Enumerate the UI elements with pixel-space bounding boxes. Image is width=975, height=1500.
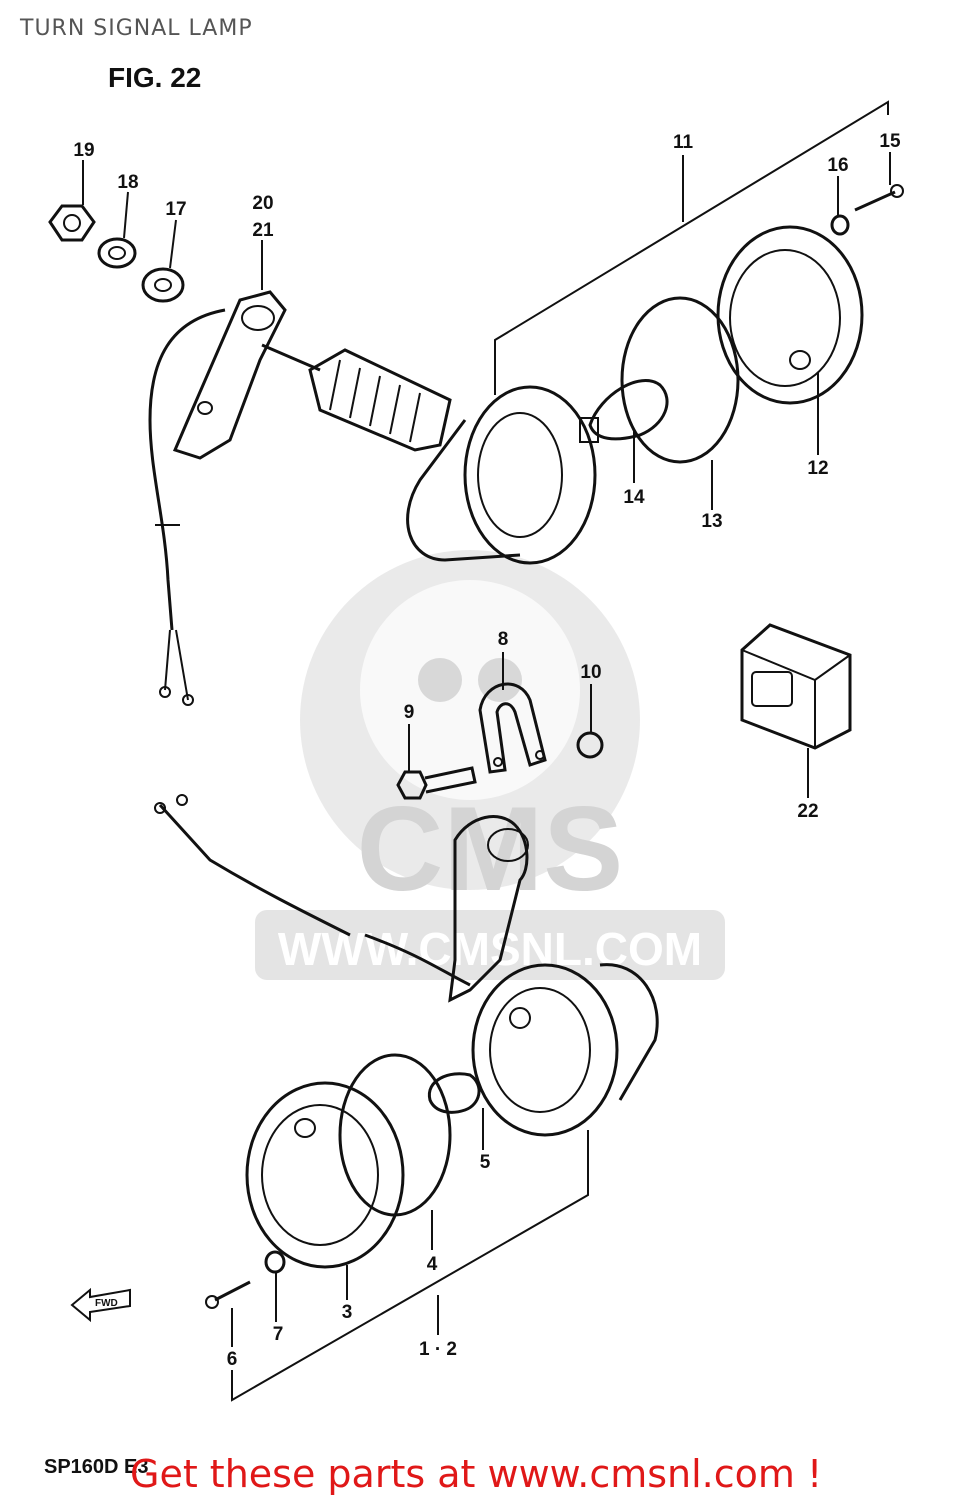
- callout-4: 4: [427, 1254, 438, 1275]
- callout-6: 6: [227, 1349, 238, 1370]
- watermark-logo: CMS WWW.CMSNL.COM: [255, 550, 725, 980]
- callout-11: 11: [673, 132, 694, 153]
- callout-22: 22: [797, 801, 818, 822]
- callout-7: 7: [273, 1324, 284, 1345]
- washer-7-icon: [264, 1250, 286, 1274]
- nut-19-icon: [48, 204, 96, 242]
- lock-washer-18-icon: [97, 237, 137, 269]
- fwd-label: FWD: [95, 1298, 118, 1309]
- wire-upper-icon: [148, 308, 226, 706]
- bracket-lower-icon: [448, 815, 529, 1003]
- callout-15: 15: [879, 131, 901, 152]
- callout-5: 5: [480, 1152, 491, 1173]
- rubber-boot-icon: [308, 348, 452, 452]
- leader-lines: [82, 100, 891, 1402]
- washer-16-icon: [830, 214, 850, 236]
- callout-18: 18: [117, 172, 138, 193]
- bulb-14-icon: [579, 379, 669, 443]
- lens-3-icon: [245, 1081, 405, 1269]
- model-code: SP160D E3: [44, 1456, 149, 1478]
- bracket-20-21-icon: [172, 290, 321, 460]
- promo-link[interactable]: Get these parts at www.cmsnl.com !: [130, 1452, 823, 1496]
- figure-number: FIG. 22: [108, 62, 202, 93]
- bulb-5-icon: [427, 1072, 481, 1114]
- callout-10: 10: [580, 662, 601, 683]
- wire-lower-icon: [154, 794, 471, 987]
- screw-15-icon: [854, 184, 904, 212]
- page-title: TURN SIGNAL LAMP: [20, 16, 253, 41]
- lamp-housing-lower-icon: [471, 963, 659, 1137]
- gasket-13-icon: [620, 296, 740, 464]
- clamp-8-icon: [478, 682, 547, 774]
- relay-22-icon: [740, 623, 852, 750]
- washer-17-icon: [141, 267, 185, 303]
- lens-12-icon: [716, 225, 864, 405]
- callout-labels: 1 · 2 3 4 5 6 7 8 9 10 11 12 13 14 15 16…: [73, 131, 901, 1370]
- callout-16: 16: [827, 155, 848, 176]
- callout-14: 14: [623, 487, 645, 508]
- callout-12: 12: [807, 458, 828, 479]
- watermark-url: WWW.CMSNL.COM: [278, 923, 702, 975]
- fwd-arrow-icon: FWD: [70, 1287, 131, 1323]
- callout-9: 9: [404, 702, 415, 723]
- callout-20: 20: [252, 193, 273, 214]
- callout-21: 21: [252, 220, 274, 241]
- watermark-brand: CMS: [357, 782, 624, 916]
- callout-1-2: 1 · 2: [419, 1339, 457, 1360]
- screw-6-icon: [205, 1280, 251, 1309]
- callout-17: 17: [165, 199, 186, 220]
- bolt-9-icon: [396, 766, 477, 800]
- callout-13: 13: [701, 511, 722, 532]
- callout-3: 3: [342, 1302, 353, 1323]
- callout-19: 19: [73, 140, 94, 161]
- lamp-housing-upper-icon: [406, 385, 597, 565]
- callout-8: 8: [498, 629, 509, 650]
